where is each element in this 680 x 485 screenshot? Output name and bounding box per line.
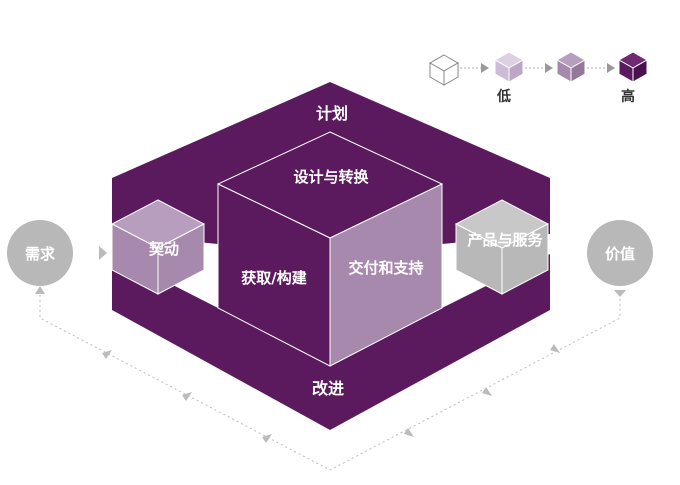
value-circle — [587, 220, 653, 286]
flow-arrow-icon — [182, 392, 192, 401]
deliver-face — [329, 183, 443, 367]
acquire-label: 获取/构建 — [241, 269, 307, 287]
products-label: 产品与服务 — [467, 231, 543, 249]
legend-arrows — [481, 63, 615, 73]
deliver-label: 交付和支持 — [348, 259, 423, 277]
flow-line — [39, 290, 621, 471]
center-cube — [216, 131, 444, 367]
legend-low-label: 低 — [496, 88, 511, 105]
flow-arrow-icon — [550, 344, 560, 353]
products-cube — [454, 199, 550, 295]
engage-label: 契动 — [148, 240, 179, 258]
legend-cube-light-icon — [493, 51, 525, 83]
legend-cube-white-icon — [428, 54, 460, 86]
legend: 低 高 — [428, 51, 649, 105]
flow-arrow-icon — [482, 387, 492, 396]
flow-arrow-up-icon — [35, 286, 45, 294]
legend-arrow-icon — [481, 63, 489, 73]
flow-arrow-icon — [404, 428, 414, 437]
legend-high-label: 高 — [621, 88, 635, 105]
engage-cube — [110, 199, 206, 295]
legend-arrow-icon — [545, 63, 553, 73]
plan-label: 计划 — [316, 104, 348, 123]
flow-arrow-icon — [262, 434, 272, 443]
legend-cube-mid-icon — [555, 51, 587, 83]
demand-label: 需求 — [25, 245, 56, 263]
demand-circle — [7, 220, 73, 286]
improve-label: 改进 — [312, 379, 344, 398]
demand-arrow-icon — [99, 246, 107, 260]
flow-arrows — [35, 286, 626, 443]
plan-improve-frame — [112, 82, 550, 430]
legend-cube-dark-icon — [617, 51, 649, 83]
design-label: 设计与转换 — [293, 168, 369, 186]
flow-arrow-icon — [102, 350, 112, 359]
flow-arrow-down-icon — [614, 290, 626, 297]
legend-arrow-icon — [607, 63, 615, 73]
value-label: 价值 — [605, 245, 635, 263]
flow-path — [39, 290, 621, 471]
